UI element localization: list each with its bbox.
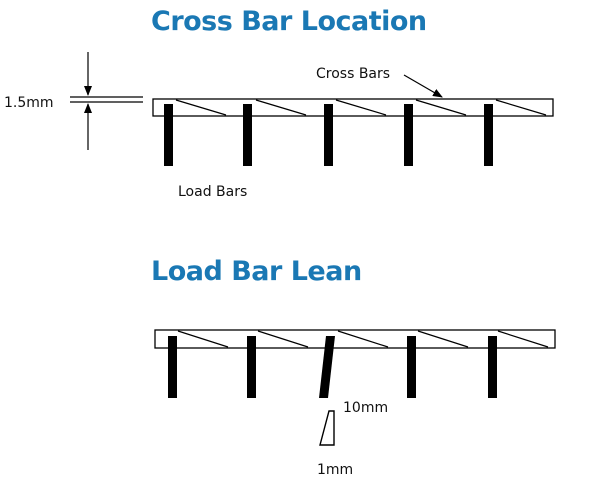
hatch-line [335, 99, 387, 116]
hatch-line [255, 99, 307, 116]
load-bar [488, 336, 497, 398]
load-bar-lean-diagram: 10mm 1mm [154, 329, 556, 478]
cross-bar-location-diagram: 1.5mm Cross Bars Load Bars [4, 52, 554, 200]
cross-bar-hatching-lower [177, 330, 549, 348]
hatch-line [417, 330, 469, 348]
cross-bar-hatching [175, 99, 547, 116]
lean-triangle [319, 410, 335, 446]
load-bars-bottom [168, 336, 497, 398]
hatch-line [175, 99, 227, 116]
load-bar [247, 336, 256, 398]
load-bar [404, 104, 413, 166]
gap-label: 1.5mm [4, 95, 54, 111]
cross-bars-label: Cross Bars [316, 66, 390, 82]
hatch-line [337, 330, 389, 348]
hatch-line [257, 330, 309, 348]
load-bar [164, 104, 173, 166]
title-cross-bar-location: Cross Bar Location [151, 6, 427, 37]
lean-offset-label: 1mm [317, 462, 353, 478]
load-bars-top [164, 104, 493, 166]
leaning-load-bar [319, 336, 335, 398]
load-bar [407, 336, 416, 398]
load-bar [324, 104, 333, 166]
load-bar [484, 104, 493, 166]
hatch-line [177, 330, 229, 348]
cross-bar-strip [152, 98, 554, 117]
hatch-line [495, 99, 547, 116]
hatch-line [415, 99, 467, 116]
lean-height-label: 10mm [343, 400, 388, 416]
load-bars-label: Load Bars [178, 184, 247, 200]
load-bar [168, 336, 177, 398]
load-bar [243, 104, 252, 166]
cross-bars-pointer [403, 74, 443, 98]
hatch-line [497, 330, 549, 348]
title-load-bar-lean: Load Bar Lean [151, 256, 362, 287]
